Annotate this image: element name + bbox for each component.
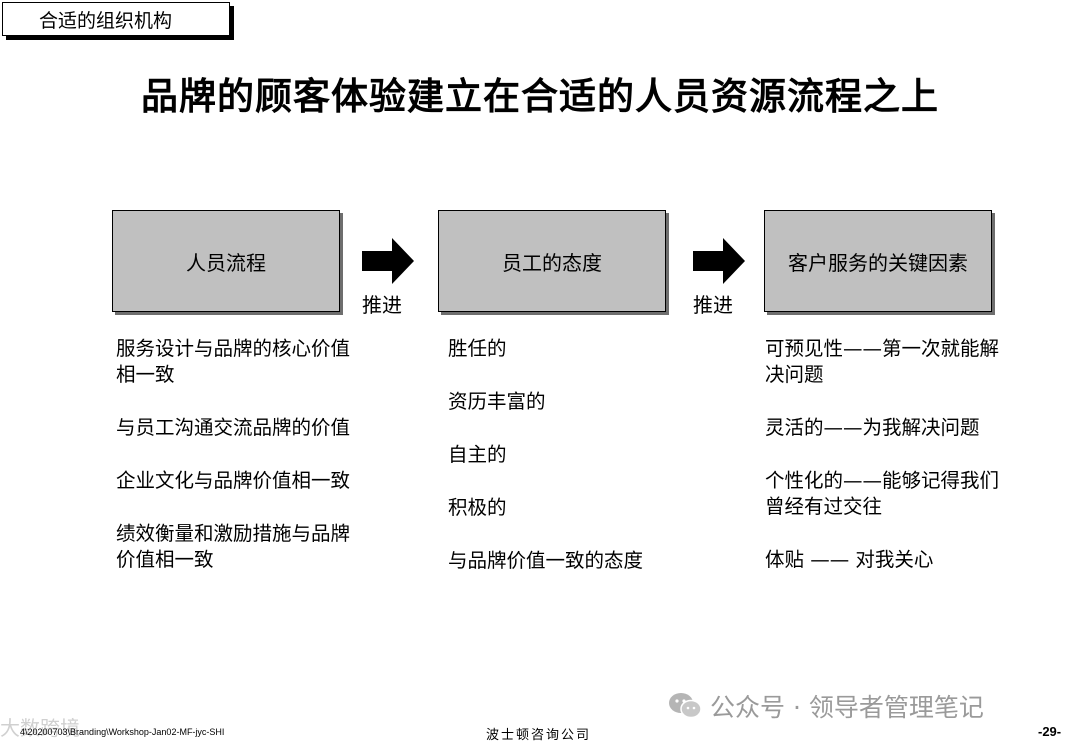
footer-company: 波士顿咨询公司 bbox=[486, 728, 592, 743]
list-item: 可预见性——第一次就能解决问题 bbox=[765, 337, 1000, 386]
people-process-list: 服务设计与品牌的核心价值相一致 与员工沟通交流品牌的价值 企业文化与品牌价值相一… bbox=[116, 336, 356, 600]
section-tag: 合适的组织机构 bbox=[2, 2, 230, 36]
list-item: 资历丰富的 bbox=[448, 390, 546, 413]
section-tag-label: 合适的组织机构 bbox=[39, 9, 173, 32]
arrow-right-icon bbox=[362, 238, 414, 284]
wechat-watermark-text: 公众号 · 领导者管理笔记 bbox=[710, 693, 984, 722]
arrow-right-icon bbox=[693, 238, 745, 284]
list-item: 积极的 bbox=[448, 496, 507, 519]
service-factors-list: 可预见性——第一次就能解决问题 灵活的——为我解决问题 个性化的——能够记得我们… bbox=[765, 336, 1001, 600]
list-item: 体贴 —— 对我关心 bbox=[765, 548, 934, 571]
box-label: 员工的态度 bbox=[502, 250, 602, 275]
box-label: 人员流程 bbox=[186, 250, 266, 275]
list-item: 自主的 bbox=[448, 443, 507, 466]
page-title: 品牌的顾客体验建立在合适的人员资源流程之上 bbox=[141, 75, 939, 118]
list-item: 企业文化与品牌价值相一致 bbox=[116, 469, 351, 492]
list-item: 绩效衡量和激励措施与品牌价值相一致 bbox=[116, 522, 351, 571]
wechat-icon bbox=[669, 693, 702, 719]
box-employee-attitude: 员工的态度 bbox=[438, 210, 666, 312]
list-item: 服务设计与品牌的核心价值相一致 bbox=[116, 337, 351, 386]
list-item: 灵活的——为我解决问题 bbox=[765, 416, 980, 439]
employee-attitude-list: 胜任的 资历丰富的 自主的 积极的 与品牌价值一致的态度 bbox=[448, 336, 668, 601]
watermark-left: 大数跨境 bbox=[0, 716, 80, 740]
footer-file-path: 4\20200703\Branding\Workshop-Jan02-MF-jy… bbox=[20, 727, 225, 737]
list-item: 胜任的 bbox=[448, 337, 507, 360]
list-item: 个性化的——能够记得我们曾经有过交往 bbox=[765, 469, 1000, 518]
wechat-watermark: 公众号 · 领导者管理笔记 bbox=[668, 688, 984, 724]
arrow-label: 推进 bbox=[693, 293, 733, 317]
arrow-label: 推进 bbox=[362, 293, 402, 317]
box-people-process: 人员流程 bbox=[112, 210, 340, 312]
page-number: -29- bbox=[1038, 724, 1062, 739]
list-item: 与品牌价值一致的态度 bbox=[448, 549, 644, 572]
box-label: 客户服务的关键因素 bbox=[788, 250, 968, 275]
list-item: 与员工沟通交流品牌的价值 bbox=[116, 416, 351, 439]
box-service-factors: 客户服务的关键因素 bbox=[764, 210, 992, 312]
